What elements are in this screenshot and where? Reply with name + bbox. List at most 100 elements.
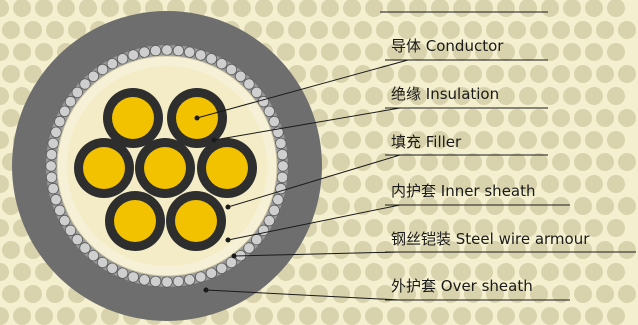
armour-wire <box>116 53 129 65</box>
background-dot <box>321 219 339 237</box>
background-dot <box>574 65 592 83</box>
background-dot <box>431 175 449 193</box>
background-dot <box>233 0 251 17</box>
background-dot <box>541 0 559 17</box>
background-dot <box>2 285 20 303</box>
background-dot <box>530 241 548 259</box>
background-dot <box>277 43 295 61</box>
armour-wire <box>87 70 100 83</box>
background-dot <box>508 21 526 39</box>
background-dot <box>288 285 306 303</box>
background-dot <box>365 43 383 61</box>
background-dot <box>299 0 317 17</box>
armour-wire <box>194 49 207 61</box>
armour-wire <box>243 78 255 90</box>
background-dot <box>618 65 636 83</box>
background-dot <box>13 0 31 17</box>
background-dot <box>552 65 570 83</box>
background-dot <box>354 241 372 259</box>
armour-wire <box>96 63 109 76</box>
armour-wire <box>138 46 151 58</box>
background-dot <box>398 109 416 127</box>
armour-wire <box>263 105 276 118</box>
background-dot <box>486 197 504 215</box>
armour-wire <box>96 256 109 269</box>
armour-wire <box>54 204 66 217</box>
background-dot <box>343 43 361 61</box>
background-dot <box>332 153 350 171</box>
background-dot <box>420 197 438 215</box>
armour-wire <box>275 182 287 195</box>
background-dot <box>365 307 383 325</box>
background-dot <box>409 43 427 61</box>
background-dot <box>585 219 603 237</box>
background-dot <box>24 65 42 83</box>
armour-wire <box>71 86 84 99</box>
background-dot <box>618 21 636 39</box>
armour-wire <box>138 274 151 286</box>
cable-core <box>103 88 163 148</box>
background-dot <box>475 263 493 281</box>
background-dot <box>321 131 339 149</box>
background-dot <box>596 109 614 127</box>
background-dot <box>431 263 449 281</box>
cable-cross-section <box>12 11 322 321</box>
background-dot <box>2 65 20 83</box>
background-dot <box>530 197 548 215</box>
armour-wire <box>47 182 59 195</box>
background-dot <box>398 197 416 215</box>
background-dot <box>255 0 273 17</box>
background-dot <box>398 153 416 171</box>
background-dot <box>354 109 372 127</box>
background-dot <box>409 263 427 281</box>
background-dot <box>442 21 460 39</box>
background-dot <box>607 263 625 281</box>
background-dot <box>431 131 449 149</box>
label-conductor: 导体 Conductor <box>391 37 504 55</box>
background-dot <box>563 43 581 61</box>
background-dot <box>596 21 614 39</box>
background-dot <box>618 285 636 303</box>
background-dot <box>46 285 64 303</box>
background-dot <box>13 43 31 61</box>
background-dot <box>365 263 383 281</box>
armour-wire <box>225 256 238 269</box>
armour-wire <box>71 233 84 246</box>
armour-wire <box>106 58 119 70</box>
background-dot <box>541 131 559 149</box>
background-dot <box>310 65 328 83</box>
background-dot <box>332 197 350 215</box>
background-dot <box>552 197 570 215</box>
background-dot <box>431 87 449 105</box>
background-dot <box>475 131 493 149</box>
background-dot <box>321 87 339 105</box>
armour-wire <box>116 267 129 279</box>
background-dot <box>398 285 416 303</box>
background-dot <box>0 219 9 237</box>
background-dot <box>618 197 636 215</box>
armour-wire <box>64 95 77 108</box>
background-dot <box>486 153 504 171</box>
armour-wire <box>276 148 289 161</box>
background-dot <box>596 241 614 259</box>
background-dot <box>35 0 53 17</box>
background-dot <box>233 307 251 325</box>
background-dot <box>387 131 405 149</box>
armour-wire <box>50 193 62 206</box>
background-dot <box>453 263 471 281</box>
background-dot <box>442 65 460 83</box>
armour-wire <box>54 115 66 128</box>
core-conductor <box>114 200 156 242</box>
background-dot <box>0 0 9 17</box>
background-dot <box>596 65 614 83</box>
background-dot <box>464 197 482 215</box>
background-dot <box>541 43 559 61</box>
background-dot <box>321 263 339 281</box>
background-dot <box>530 153 548 171</box>
background-dot <box>607 131 625 149</box>
background-dot <box>574 21 592 39</box>
label-inner-sheath: 内护套 Inner sheath <box>391 182 536 200</box>
cable-core <box>74 138 134 198</box>
armour-wire <box>45 171 58 184</box>
armour-wire <box>127 271 140 283</box>
